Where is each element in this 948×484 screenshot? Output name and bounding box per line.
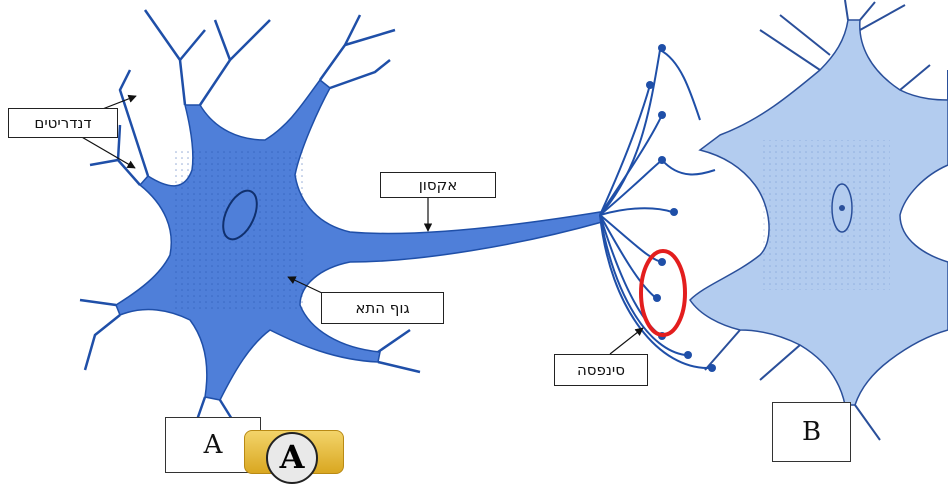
dendrites-arrow-lower xyxy=(80,136,135,168)
answer-badge-letter[interactable]: A xyxy=(266,432,318,484)
synapse-label: סינפסה xyxy=(554,354,648,386)
cell-body-label: גוף התא xyxy=(321,292,444,324)
axon-terminals xyxy=(600,50,715,368)
axon-label: אקסון xyxy=(380,172,496,198)
neuron-b-texture xyxy=(760,140,890,290)
dendrites-label: דנדריטים xyxy=(8,108,118,138)
neuron-diagram xyxy=(0,0,948,467)
synapse-arrow xyxy=(610,328,643,354)
neuron-b-label: B xyxy=(772,402,851,462)
neuron-b xyxy=(690,0,948,440)
